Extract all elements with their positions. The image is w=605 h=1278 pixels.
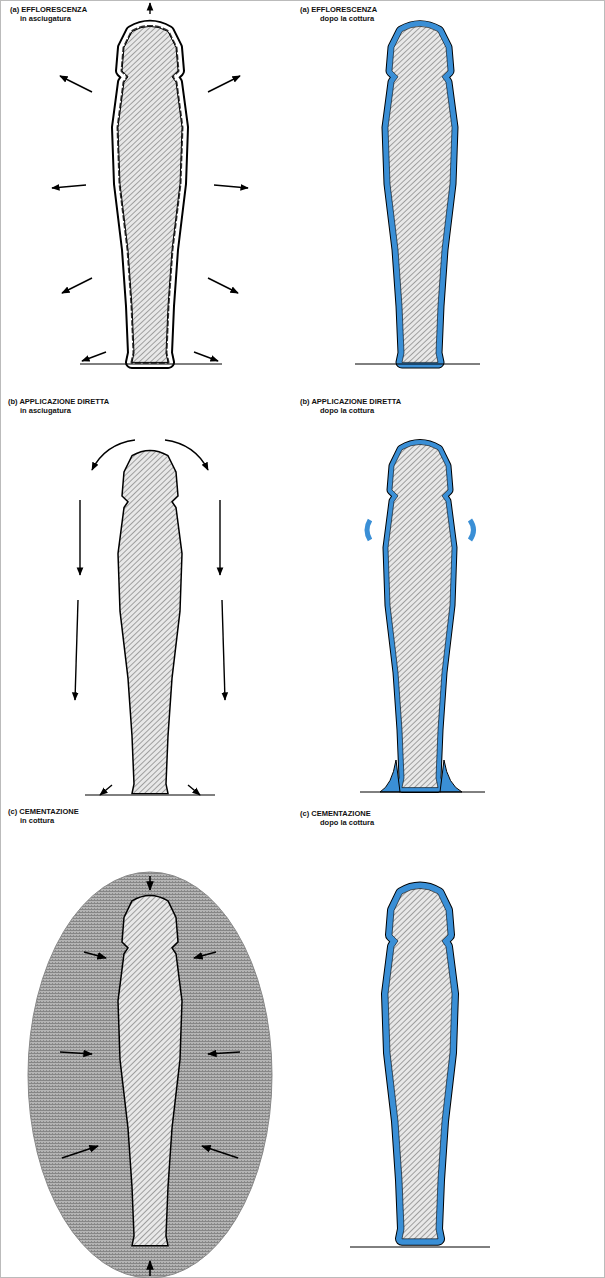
figure-glazed [388,26,452,362]
panel-subheading: in asciugatura [20,15,71,23]
figure-drying [118,26,182,362]
panel-heading: (a) EFFLORESCENZA [10,6,87,14]
panel-subheading: in cottura [20,817,54,825]
panel-subheading: dopo la cottura [320,819,374,827]
figure-drying [118,450,182,793]
glaze-pool [380,760,462,792]
figure-glazed [388,888,452,1238]
glazing-powder [28,872,272,1278]
flow-arrows [75,440,225,795]
migration-arrows [52,3,248,361]
panel-heading: (c) CEMENTAZIONE [8,808,79,816]
panel-heading: (c) CEMENTAZIONE [300,810,371,818]
panel-subheading: dopo la cottura [320,15,374,23]
panel-heading: (b) APPLICAZIONE DIRETTA [8,398,109,406]
panel-heading: (b) APPLICAZIONE DIRETTA [300,398,401,406]
panel-heading: (a) EFFLORESCENZA [300,6,377,14]
glaze-drip [367,520,474,540]
panel-subheading: dopo la cottura [320,407,374,415]
figure-firing [118,895,182,1245]
figure-glazed [388,444,452,787]
diffusion-arrows [60,876,240,1276]
panel-subheading: in asciugatura [20,407,71,415]
